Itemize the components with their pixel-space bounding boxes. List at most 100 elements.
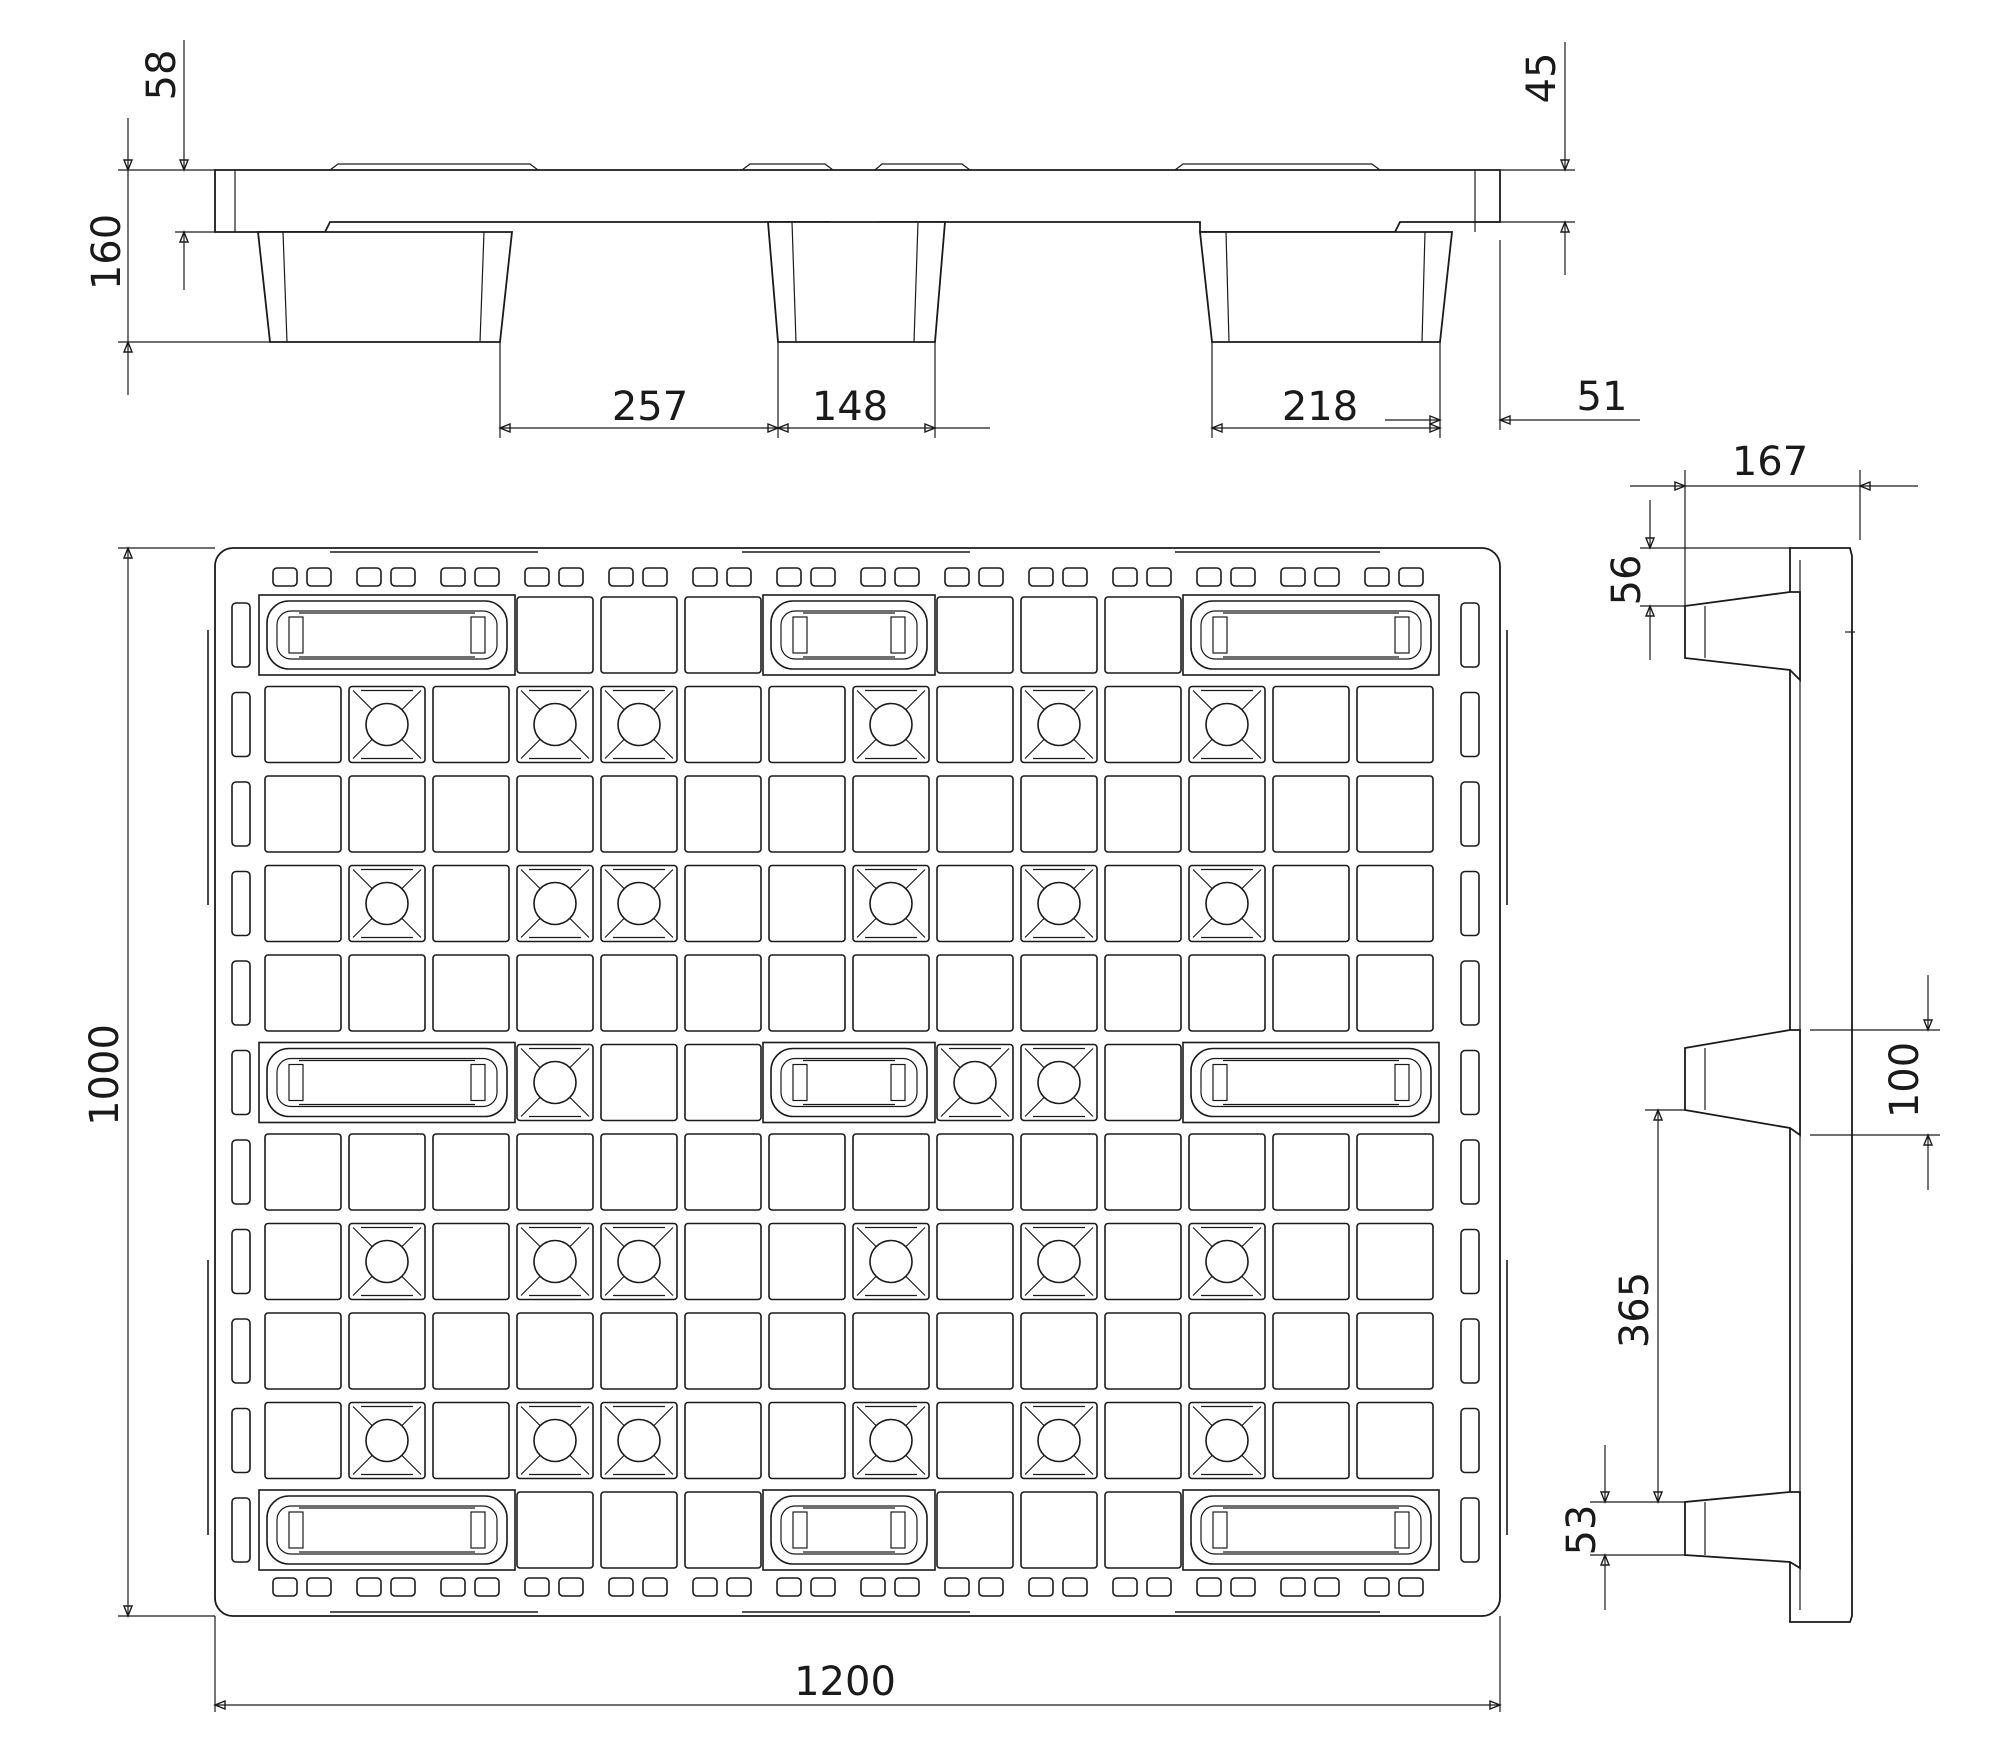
grid-cell [1272,775,1350,853]
grid-cell [264,1222,342,1301]
edge-slot [1364,1577,1390,1597]
hand-grip [1190,1495,1432,1565]
grid-cell [1104,1222,1182,1301]
socket-rib [1192,869,1262,938]
grid-cell [684,1491,762,1569]
block-socket [1037,702,1081,747]
block-socket [365,881,409,926]
edge-slot [231,870,251,937]
grid-cell [1272,685,1350,764]
edge-slot [1112,1577,1138,1597]
grid-cell [1356,864,1434,943]
dim-overall-depth: 1000 [82,1024,128,1126]
grid-cell [936,685,1014,764]
grid-cell [684,596,762,674]
block-socket [365,1239,409,1284]
grid-cell [600,864,678,943]
grid-cell [1188,685,1266,764]
grid-cell [936,1133,1014,1211]
socket-rib [352,1406,422,1475]
hand-grip-tab [792,1511,808,1549]
hand-grip [1190,600,1432,670]
grid-cell [348,1222,426,1301]
grid-cell [1356,1312,1434,1390]
dim-top-offset: 45 [1519,53,1565,104]
grid-cell [684,1222,762,1301]
socket-rib [520,1406,590,1475]
edge-slot [474,567,500,587]
grid-cell [768,864,846,943]
grid-cell [936,1222,1014,1301]
hand-grip-tab [1394,1063,1410,1102]
grid-cell [516,1491,594,1569]
dim-overall-length: 1200 [794,1659,896,1705]
grid-cell [684,685,762,764]
edge-slot [1314,567,1340,587]
edge-slot [726,1577,752,1597]
edge-slot [1460,1049,1480,1116]
socket-rib [1033,1047,1085,1118]
grid-cell [516,864,594,943]
grid-cell [1104,775,1182,853]
socket-rib [1024,690,1094,759]
socket-rib [613,1226,665,1297]
grid-cell [936,775,1014,853]
grid-cell [516,1312,594,1390]
grid-cell [1020,1401,1098,1480]
edge-slot [440,567,466,587]
dim-gap-left: 257 [612,384,688,430]
grid-cell [684,954,762,1032]
hand-grip-inner [1200,1057,1422,1108]
grid-cell [1020,1222,1098,1301]
grid-cell [432,1222,510,1301]
grid-cell [852,1401,930,1480]
socket-rib [1201,689,1253,760]
edge-slot [776,1577,802,1597]
hand-grip-tab [1394,616,1410,654]
socket-rib [529,1047,581,1118]
grid-cell [264,685,342,764]
grid-cell [684,864,762,943]
socket-rib [1033,1226,1085,1297]
hand-grip-frame [258,1489,516,1571]
edge-slot [1398,1577,1424,1597]
hand-grip-tab [288,1063,304,1102]
top-view [207,547,1508,1617]
edge-slot [231,1049,251,1116]
hand-grip-tab [890,616,906,654]
hand-grip-tab [792,1063,808,1102]
socket-rib [361,1226,413,1297]
grid-cell [1272,1401,1350,1480]
socket-rib [613,1405,665,1476]
grid-cell [1272,1312,1350,1390]
grid-cell [516,1222,594,1301]
socket-rib [529,1226,581,1297]
grid-cell [1020,1133,1098,1211]
block-socket [617,1239,661,1284]
hand-grip-tab [470,1063,486,1102]
block-socket [1037,1418,1081,1463]
grid-cell [936,864,1014,943]
grid-cell [1020,1491,1098,1569]
edge-slot [608,1577,634,1597]
edge-slot [692,1577,718,1597]
edge-slot [608,567,634,587]
top-view-dimensions: 1000 1200 [82,548,1500,1712]
grid-cell [936,1043,1014,1122]
edge-slot [390,1577,416,1597]
grid-cell [852,685,930,764]
block-socket [533,1418,577,1463]
socket-rib [604,869,674,938]
grid-cell [348,685,426,764]
block-socket [1205,1239,1249,1284]
grid-cell [432,864,510,943]
socket-rib [529,689,581,760]
block-socket [365,1418,409,1463]
grid-cell [1104,685,1182,764]
grid-cell [432,1401,510,1480]
edge-slot [231,1139,251,1205]
socket-rib [529,1405,581,1476]
hand-grip-frame [1182,1489,1440,1571]
hand-grip-inner [1200,610,1422,660]
grid-cell [1020,954,1098,1032]
